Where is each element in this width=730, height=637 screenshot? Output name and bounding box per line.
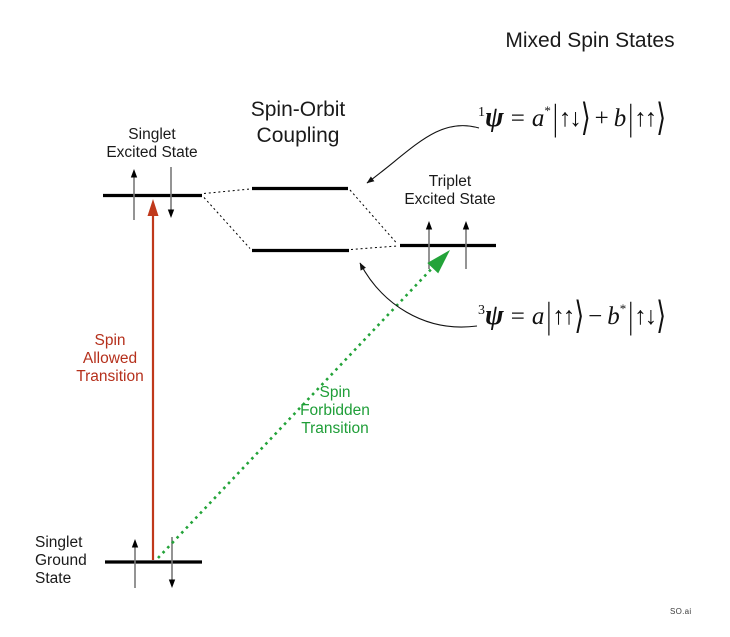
spin-up-arrow-ground: [131, 539, 139, 588]
coupling-dash-upper-left: [203, 188, 251, 194]
ket-angle: ⟩: [656, 296, 666, 338]
singlet-ground-state-label: Singlet Ground State: [35, 534, 87, 587]
coupling-dash-lower-right: [350, 245, 398, 250]
ket-updown: ↑↓: [558, 105, 582, 132]
coefficient-a: a: [531, 303, 545, 330]
coefficient-a: a: [531, 105, 545, 132]
spin-up-arrow-triplet-2: [462, 221, 470, 269]
eq2-pointer-curve: [359, 262, 478, 328]
spin-orbit-coupling-label: Spin-Orbit Coupling: [250, 98, 346, 147]
spin-forbidden-transition-label: Spin Forbidden Transition: [300, 384, 370, 437]
singlet-excited-state-label: Singlet Excited State: [106, 126, 198, 161]
ket-bar: |: [546, 296, 552, 337]
ket-upup: ↑↑: [634, 105, 657, 132]
ket-angle: ⟩: [580, 98, 591, 140]
page-title: Mixed Spin States: [505, 29, 675, 52]
plus-sign: +: [594, 105, 609, 132]
conjugate-star: *: [619, 301, 627, 316]
spin-up-arrow-singlet-excited: [130, 169, 138, 220]
ket-updown: ↑↓: [634, 303, 657, 330]
psi-symbol: ψ: [485, 102, 505, 133]
eq-index: 3: [478, 303, 485, 318]
spin-allowed-arrow: [147, 199, 159, 560]
ket-bar: |: [628, 296, 634, 337]
equals-sign: =: [510, 303, 525, 330]
minus-sign: −: [588, 303, 603, 330]
coefficient-b: b: [613, 105, 627, 132]
equals-sign: =: [510, 105, 525, 132]
coupling-dash-upper-right: [349, 189, 398, 244]
psi-symbol: ψ: [485, 300, 505, 331]
ket-bar: |: [552, 98, 558, 139]
singlet-wavefunction-equation: 1ψ=a*|↑↓⟩+b|↑↑⟩: [478, 98, 666, 139]
ket-angle: ⟩: [656, 98, 666, 140]
triplet-wavefunction-equation: 3ψ=a|↑↑⟩−b*|↑↓⟩: [478, 296, 666, 337]
watermark: SO.ai: [670, 607, 692, 616]
ket-bar: |: [628, 98, 634, 139]
spin-forbidden-arrow: [157, 250, 450, 559]
triplet-excited-state-label: Triplet Excited State: [404, 173, 496, 208]
spin-down-arrow-singlet-excited: [167, 167, 175, 218]
coupling-dash-lower-left: [203, 197, 251, 249]
ket-upup: ↑↑: [552, 303, 575, 330]
coefficient-b: b: [607, 303, 620, 330]
spin-allowed-transition-label: Spin Allowed Transition: [76, 332, 144, 385]
spin-down-arrow-ground: [168, 537, 176, 588]
eq-index: 1: [478, 105, 485, 120]
conjugate-star: *: [544, 103, 551, 118]
ket-angle: ⟩: [574, 296, 585, 338]
eq1-pointer-curve: [366, 125, 480, 184]
